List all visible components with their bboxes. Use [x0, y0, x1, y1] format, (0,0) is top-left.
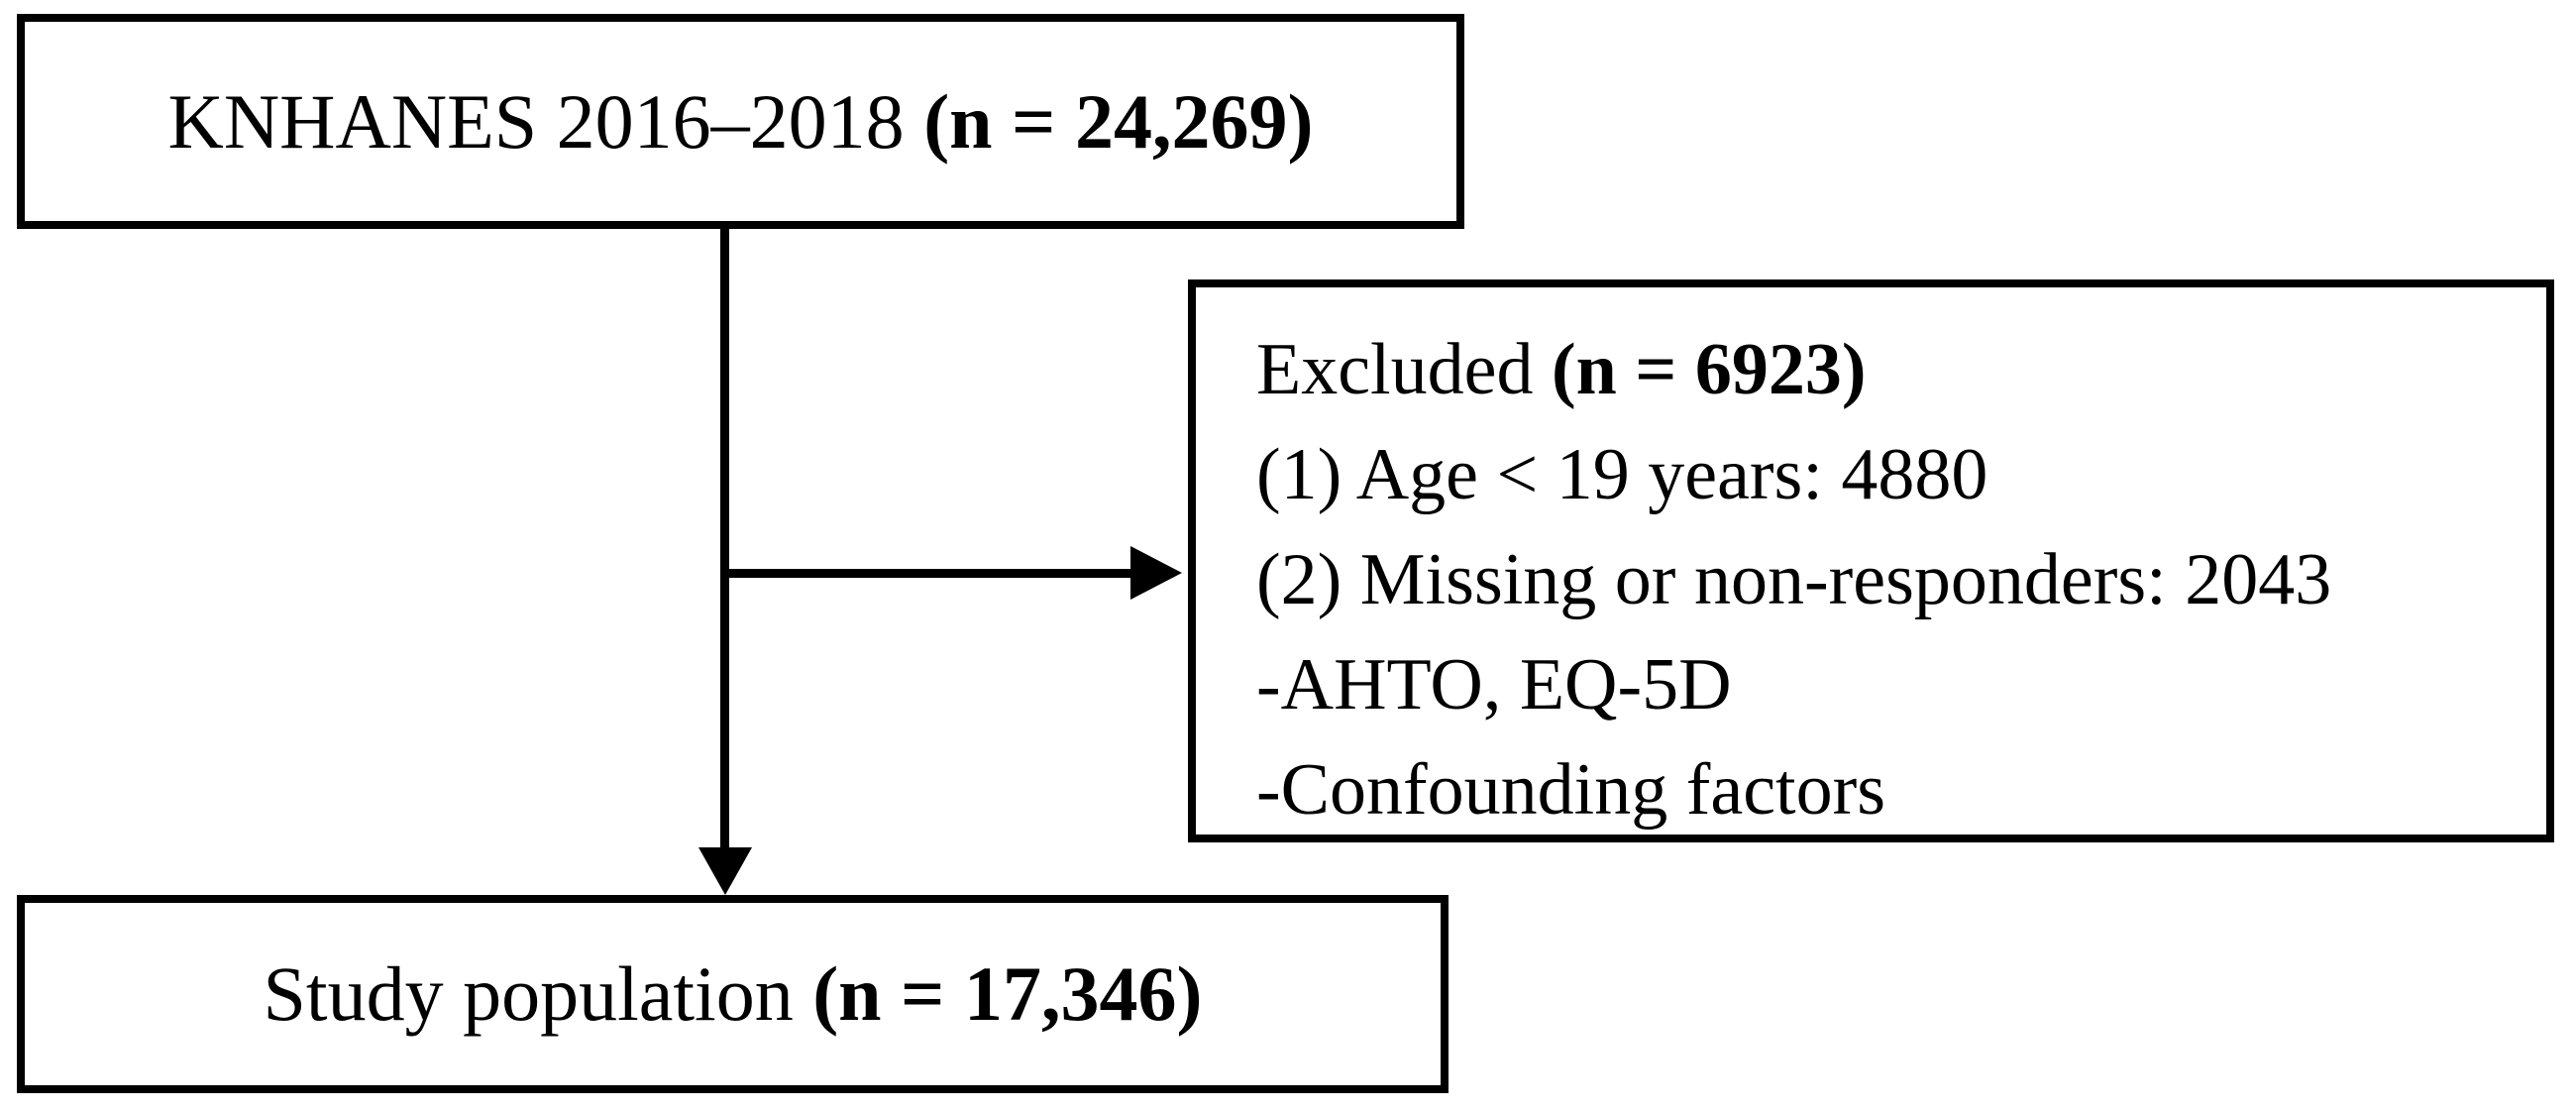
exclusion-reason-confounding: -Confounding factors	[1256, 749, 1886, 831]
source-population-box: KNHANES 2016–2018 (n = 24,269)	[17, 14, 1464, 229]
source-population-count: (n = 24,269)	[923, 77, 1314, 165]
arrowhead-right-icon	[1130, 546, 1182, 600]
study-population-text: Study population	[263, 950, 813, 1037]
study-population-label: Study population (n = 17,346)	[264, 949, 1203, 1039]
exclusion-title: Excluded (n = 6923)	[1256, 317, 2526, 422]
vertical-connector-line	[720, 229, 729, 849]
exclusion-reason-ahto-eq5d: -AHTO, EQ-5D	[1256, 644, 1732, 725]
exclusion-reason-age: (1) Age < 19 years: 4880	[1256, 434, 1988, 515]
source-population-text: KNHANES 2016–2018	[167, 77, 924, 165]
exclusion-title-text: Excluded	[1256, 329, 1552, 410]
arrowhead-down-icon	[698, 847, 752, 895]
study-population-count: (n = 17,346)	[812, 950, 1203, 1037]
exclusion-count: (n = 6923)	[1551, 329, 1867, 410]
exclusion-box: Excluded (n = 6923) (1) Age < 19 years: …	[1188, 279, 2554, 842]
horizontal-connector-line	[724, 569, 1131, 578]
exclusion-reason-missing: (2) Missing or non-responders: 2043	[1256, 539, 2332, 620]
study-population-box: Study population (n = 17,346)	[17, 895, 1449, 1093]
source-population-label: KNHANES 2016–2018 (n = 24,269)	[168, 77, 1314, 167]
